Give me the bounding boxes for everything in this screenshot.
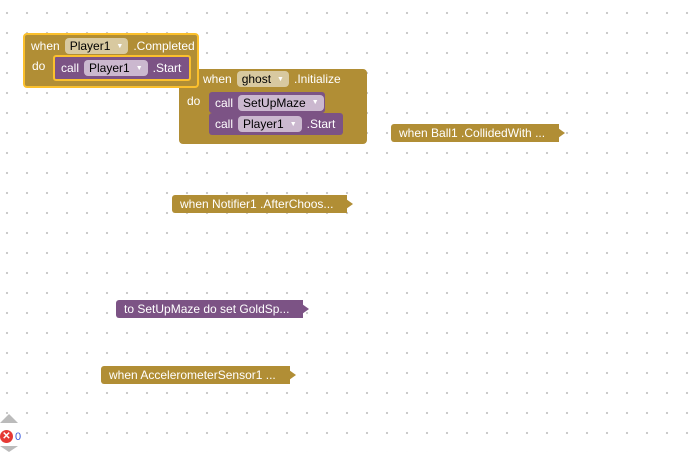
procedure-name: SetUpMaze: [243, 95, 306, 110]
call-player1-start-block[interactable]: call Player1 ▼ .Start: [209, 113, 343, 135]
previous-warning-arrow-icon[interactable]: [0, 414, 18, 423]
collapsed-accelerometer-block[interactable]: when AccelerometerSensor1 ...: [101, 366, 296, 384]
next-warning-arrow-icon[interactable]: [0, 446, 18, 452]
component-dropdown[interactable]: Player1 ▼: [84, 60, 148, 76]
do-label: do: [32, 59, 46, 73]
collapsed-ball1-collidedwith-block[interactable]: when Ball1 .CollidedWith ...: [391, 124, 566, 142]
when-label: when: [31, 39, 60, 53]
call-label: call: [215, 95, 234, 110]
error-count: 0: [15, 431, 22, 443]
component-dropdown[interactable]: Player1 ▼: [238, 116, 302, 132]
procedure-dropdown[interactable]: SetUpMaze ▼: [238, 94, 324, 111]
method-name: .Start: [152, 61, 182, 75]
dropdown-arrow-icon: ▼: [277, 75, 284, 83]
block-summary: when Notifier1 .AfterChoos...: [180, 197, 334, 211]
player1-completed-block[interactable]: when Player1 ▼ .Completed do call Player1…: [23, 33, 199, 88]
block-summary: to SetUpMaze do set GoldSp...: [124, 302, 290, 316]
event-name: .Completed: [133, 39, 195, 53]
block-summary: when AccelerometerSensor1 ...: [109, 368, 276, 382]
component-name: ghost: [241, 72, 272, 86]
event-name: .Initialize: [293, 72, 341, 86]
error-icon[interactable]: ✕: [0, 430, 13, 443]
dropdown-arrow-icon: ▼: [135, 64, 143, 72]
do-label: do: [187, 94, 201, 108]
component-name: Player1: [89, 61, 130, 75]
when-label: when: [203, 72, 232, 86]
collapsed-notifier1-afterchoosing-block[interactable]: when Notifier1 .AfterChoos...: [172, 195, 354, 213]
block-summary: when Ball1 .CollidedWith ...: [399, 126, 546, 140]
dropdown-arrow-icon: ▼: [116, 42, 124, 50]
call-label: call: [215, 117, 234, 131]
dropdown-arrow-icon: ▼: [311, 99, 319, 106]
component-name: Player1: [243, 117, 284, 131]
ghost-initialize-block[interactable]: when ghost ▼ .Initialize do call SetUpMaz…: [179, 69, 367, 144]
call-setupmaze-block[interactable]: call SetUpMaze ▼: [209, 92, 325, 113]
call-player1-start-block[interactable]: call Player1 ▼ .Start: [53, 55, 191, 81]
call-label: call: [61, 61, 80, 75]
component-dropdown[interactable]: ghost ▼: [236, 71, 289, 87]
method-name: .Start: [306, 117, 336, 131]
component-dropdown[interactable]: Player1 ▼: [64, 38, 129, 54]
collapsed-setupmaze-procedure-block[interactable]: to SetUpMaze do set GoldSp...: [116, 300, 310, 318]
component-name: Player1: [69, 39, 111, 53]
dropdown-arrow-icon: ▼: [289, 120, 297, 128]
